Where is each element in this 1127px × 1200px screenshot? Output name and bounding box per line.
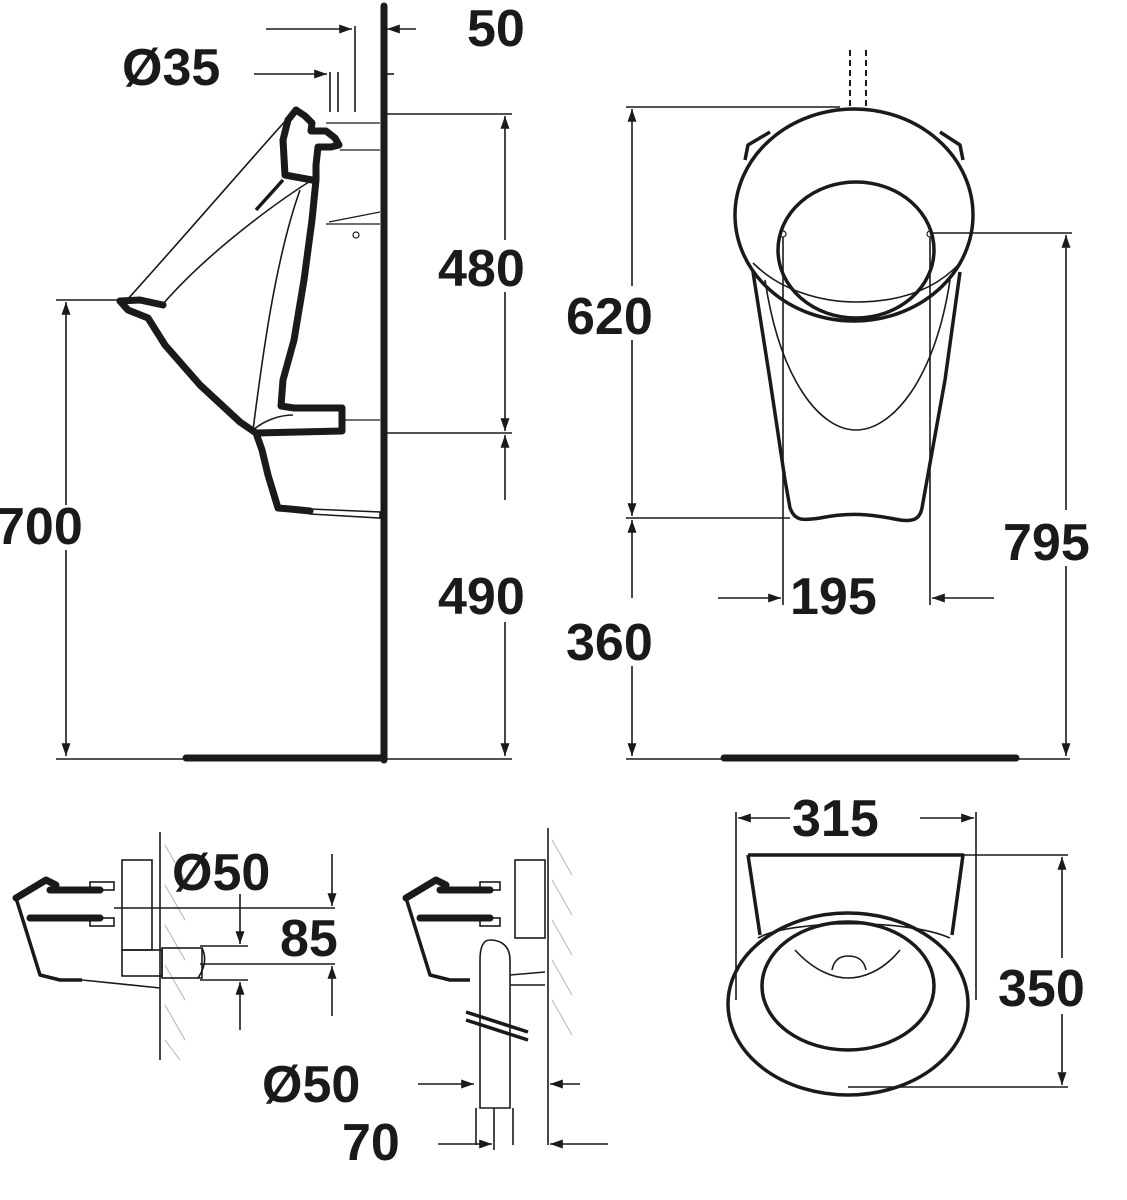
dim-vertical-outlet-diameter: Ø50 — [262, 1056, 360, 1114]
dim-top-to-bottom: 620 — [566, 288, 653, 346]
vertical-waste-detail: Ø50 70 — [262, 828, 608, 1172]
front-view: 620 360 795 195 — [566, 50, 1090, 762]
dim-fixing-spacing: 195 — [790, 568, 877, 626]
dim-vertical-outlet-wall-distance: 70 — [342, 1114, 400, 1172]
urinal-side-profile — [116, 106, 381, 519]
dim-top-depth: 350 — [998, 960, 1085, 1018]
dim-inlet-to-outlet: 480 — [438, 240, 525, 298]
dim-bottom-height: 360 — [566, 614, 653, 672]
dim-top-width: 315 — [792, 790, 879, 848]
urinal-front-outline — [733, 107, 975, 523]
dim-inlet-diameter: Ø35 — [122, 39, 220, 97]
dim-outlet-height: 490 — [438, 568, 525, 626]
side-view: 50 Ø35 700 480 490 — [0, 0, 525, 764]
top-view: 315 350 — [726, 790, 1085, 1097]
horizontal-waste-detail: Ø50 85 — [12, 832, 338, 1061]
dim-horizontal-outlet-diameter: Ø50 — [172, 844, 270, 902]
dim-horizontal-outlet-offset: 85 — [280, 910, 338, 968]
dim-outlet-offset: 50 — [467, 0, 525, 58]
dim-rim-height: 700 — [0, 498, 83, 556]
dim-fixing-height: 795 — [1003, 514, 1090, 572]
